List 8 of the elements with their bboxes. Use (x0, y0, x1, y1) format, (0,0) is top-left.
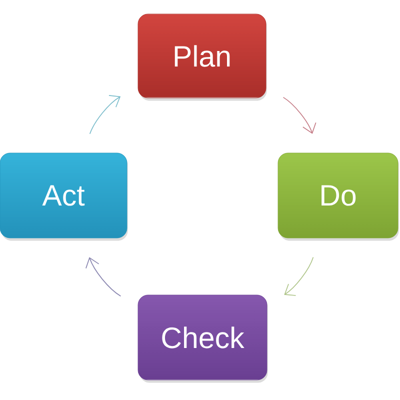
process-box: Plan (138, 14, 267, 101)
process-box: Check (138, 294, 268, 383)
process-box: Do (278, 152, 399, 241)
process-box: Act (0, 152, 128, 241)
arrow (284, 256, 314, 296)
arrow (89, 94, 121, 134)
arrow (86, 257, 122, 297)
arrow (282, 96, 316, 134)
